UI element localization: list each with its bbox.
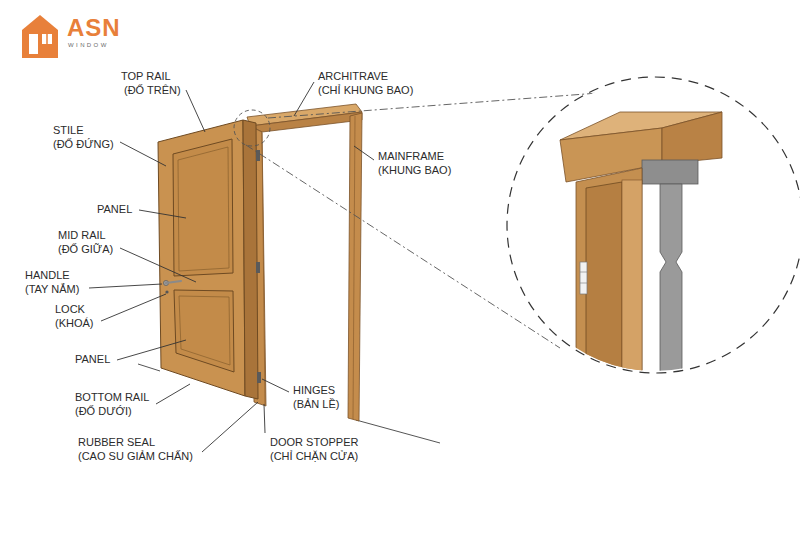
part-label: HANDLE xyxy=(25,269,70,282)
logo-text: ASN xyxy=(67,15,121,41)
leader-line xyxy=(294,82,314,116)
part-label-vi: (ĐỐ GIỮA) xyxy=(58,243,113,256)
lower-panel-bevel xyxy=(179,296,230,365)
jamb-detail xyxy=(576,168,642,390)
logo-text: WINDOW xyxy=(68,42,109,49)
lower-panel xyxy=(174,290,234,372)
leader-line xyxy=(264,404,265,433)
part-label: HINGES xyxy=(293,384,335,397)
leader-line xyxy=(156,384,190,404)
logo-door xyxy=(29,34,38,54)
hinge xyxy=(257,372,261,383)
door-stopper-strip xyxy=(353,116,355,419)
zoom-circle xyxy=(507,77,800,373)
part-label-vi: (ĐỐ TRÊN) xyxy=(124,84,181,97)
frame-core-section xyxy=(642,160,698,184)
leader-line xyxy=(89,284,162,288)
leader-line xyxy=(262,379,289,392)
logo-house xyxy=(22,15,58,58)
door-face xyxy=(158,120,245,396)
part-label-vi: (TAY NẮM) xyxy=(25,283,79,296)
part-label-vi: (KHOÁ) xyxy=(55,317,94,330)
leader-line xyxy=(202,402,258,452)
leader-line xyxy=(120,248,196,282)
jamb-inner-detail xyxy=(622,180,642,390)
part-label: STILE xyxy=(53,124,84,137)
upper-panel xyxy=(173,139,233,276)
leader-line xyxy=(117,340,186,360)
door-slab xyxy=(158,120,261,399)
leader-line xyxy=(101,294,166,321)
part-label: DOOR STOPPER xyxy=(270,436,358,449)
lock-keyhole xyxy=(165,290,168,293)
part-label: PANEL xyxy=(97,203,132,216)
zoom-ground xyxy=(509,79,800,371)
frame-jamb-right xyxy=(348,113,362,421)
door-stopper-strip xyxy=(262,133,265,405)
part-label-vi: (CHỈ KHUNG BAO) xyxy=(318,84,413,97)
frame-core-vertical xyxy=(660,184,682,390)
part-label: BOTTOM RAIL xyxy=(75,391,149,404)
part-label-vi: (BẢN LỀ) xyxy=(293,398,339,411)
part-label: MID RAIL xyxy=(58,229,106,242)
leader-line xyxy=(120,142,166,166)
part-label: PANEL xyxy=(75,353,110,366)
logo-icon xyxy=(22,15,58,58)
architrave-end xyxy=(662,112,722,164)
leader-line xyxy=(354,146,374,160)
part-label: LOCK xyxy=(55,303,85,316)
logo-window xyxy=(42,34,52,44)
logo-window-bar xyxy=(46,34,48,44)
part-label: RUBBER SEAL xyxy=(78,436,155,449)
floor-line xyxy=(356,420,440,443)
handle-lever xyxy=(166,281,181,283)
leader-line xyxy=(186,90,205,132)
part-label: ARCHITRAVE xyxy=(318,70,388,83)
part-label-vi: (CAO SU GIẢM CHẤN) xyxy=(78,450,193,463)
part-label-vi: (ĐỐ DƯỚI) xyxy=(75,405,132,418)
door-frame xyxy=(247,104,362,421)
hinge xyxy=(256,262,260,273)
hinge-detail xyxy=(580,262,587,294)
part-label-vi: (CHỈ CHẶN CỬA) xyxy=(270,450,358,463)
zoom-detail xyxy=(509,79,800,390)
hinge-knuckle xyxy=(580,283,587,284)
leader-line xyxy=(139,210,186,218)
part-label-vi: (ĐỐ ĐỨNG) xyxy=(53,138,114,151)
zoom-source-circle xyxy=(234,110,270,146)
hinge-knuckle xyxy=(580,272,587,273)
part-label: MAINFRAME xyxy=(378,150,444,163)
floor-line xyxy=(138,364,160,371)
part-label-vi: (KHUNG BAO) xyxy=(378,164,451,177)
part-label: TOP RAIL xyxy=(121,70,171,83)
upper-panel-bevel xyxy=(178,147,229,271)
door-edge xyxy=(243,120,258,399)
